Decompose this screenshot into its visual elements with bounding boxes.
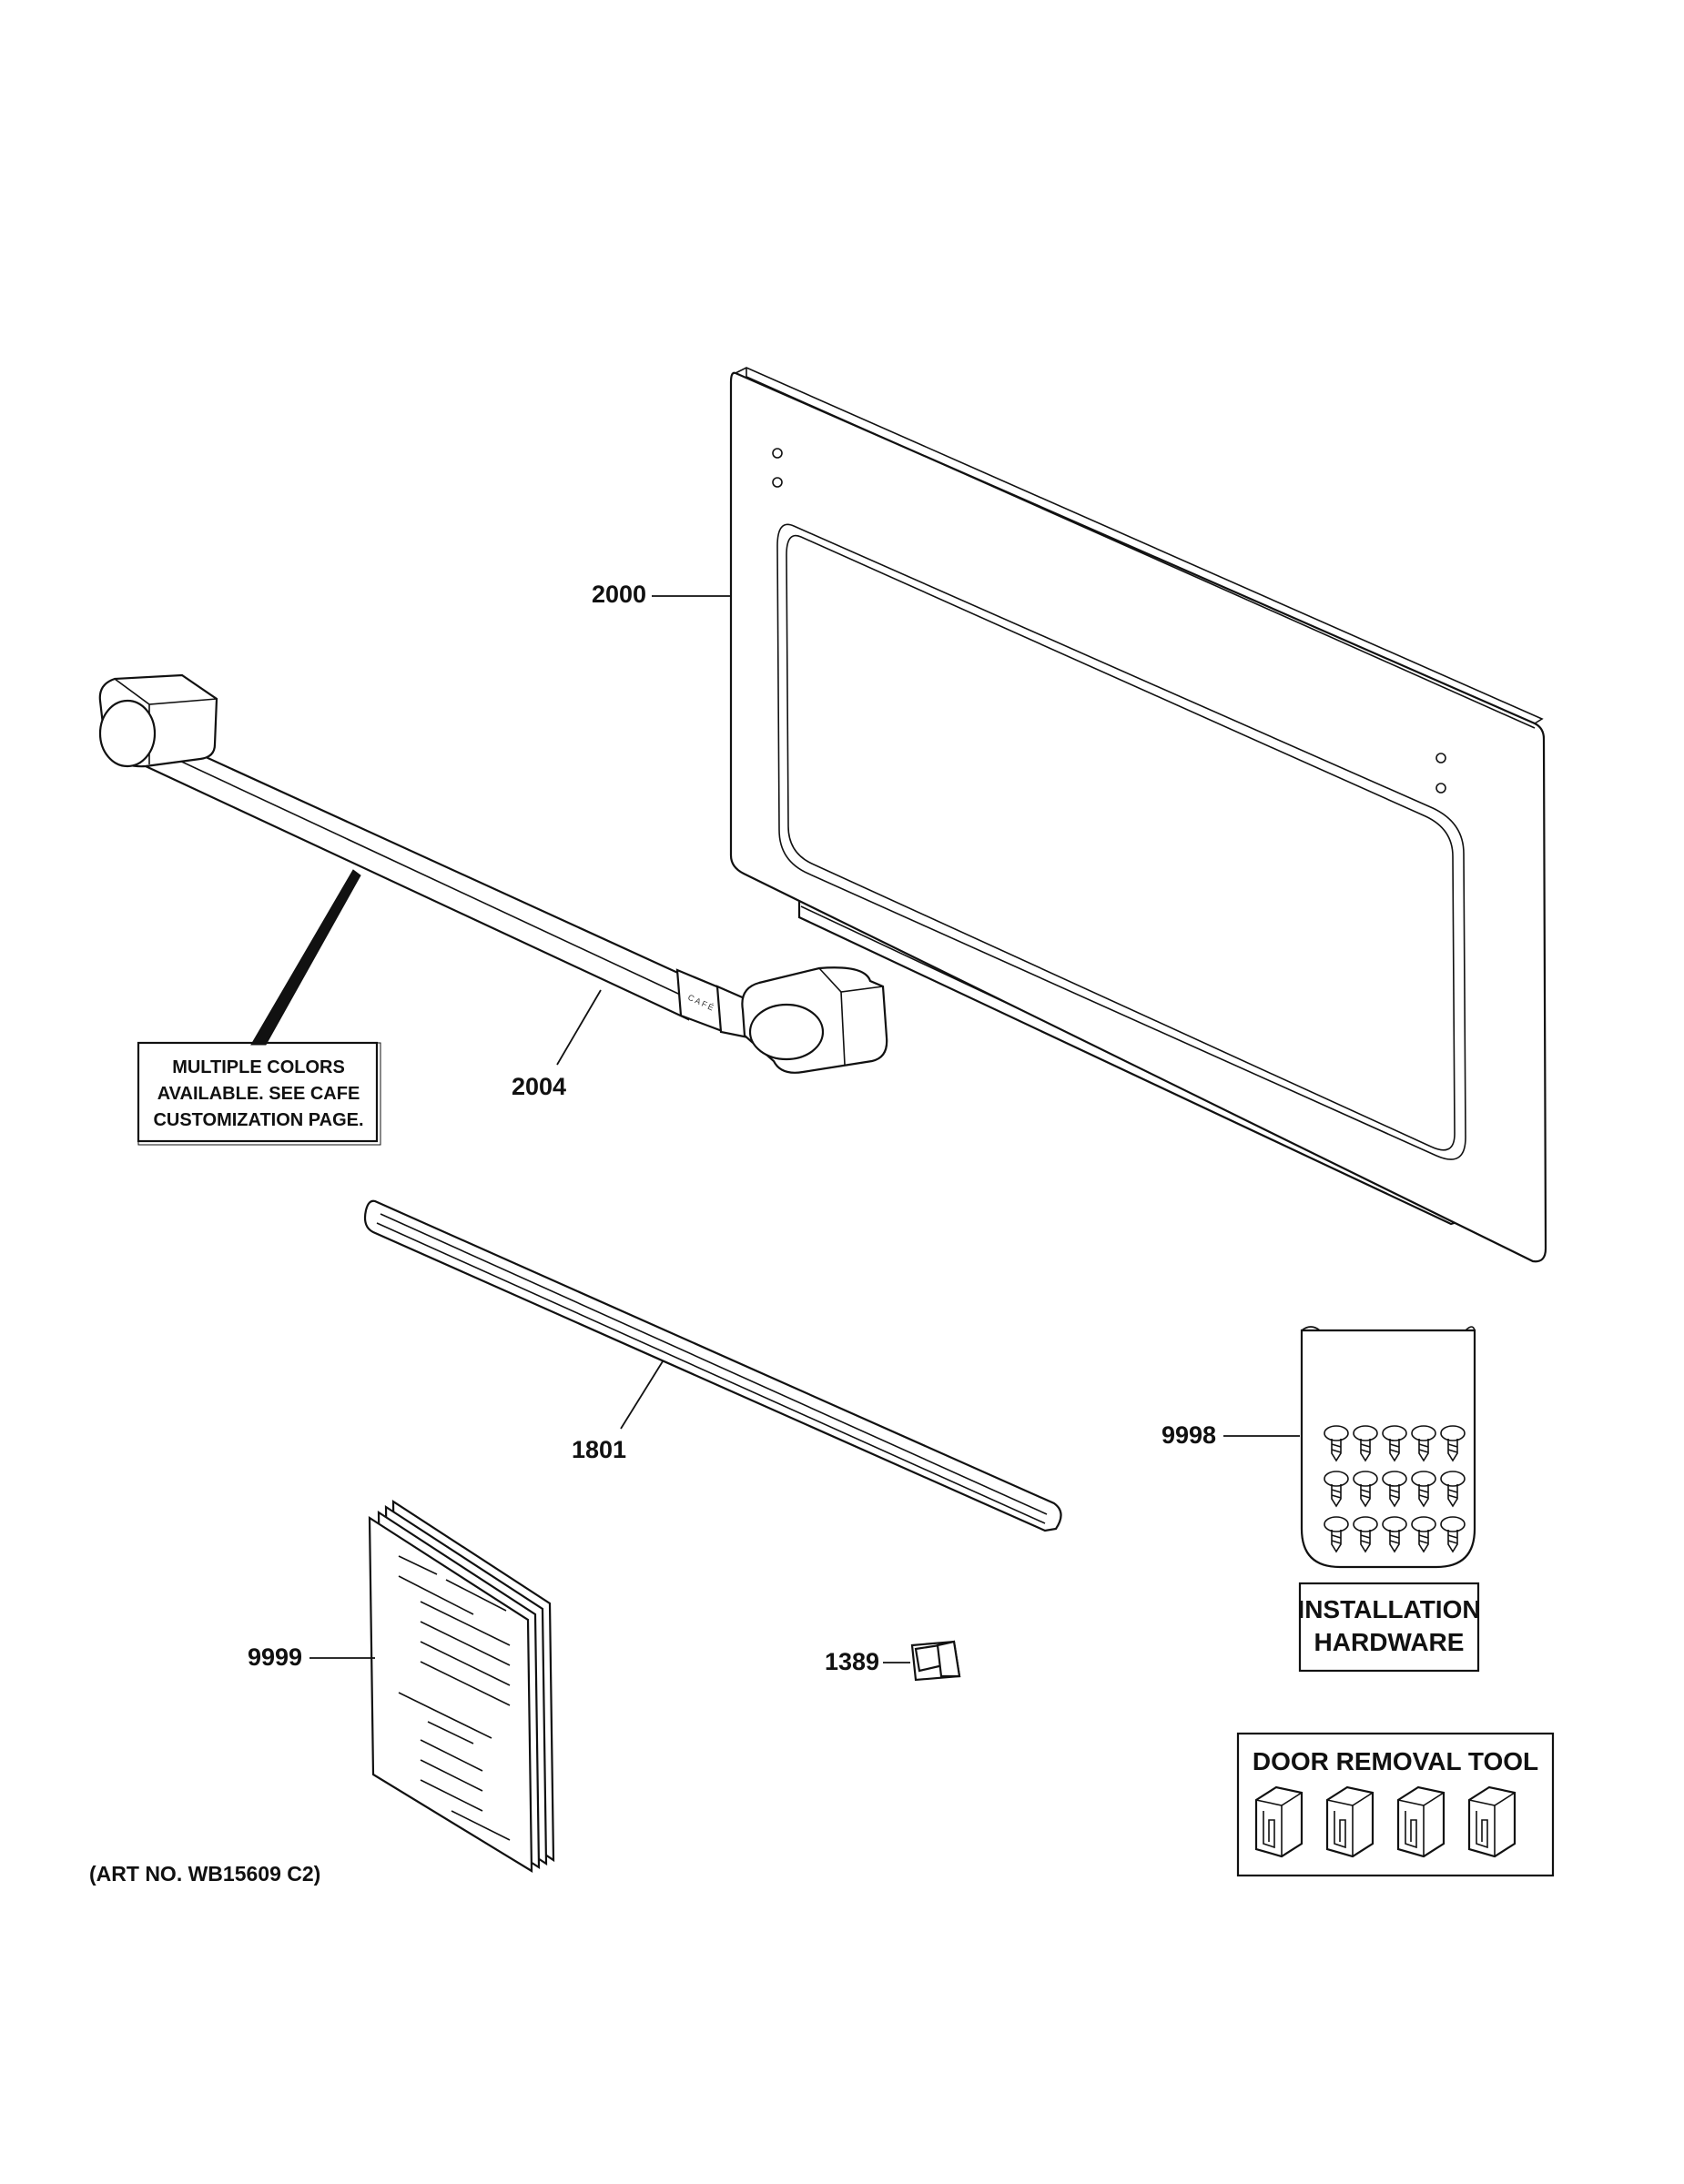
handle-2004: CAFÉ <box>98 673 888 1074</box>
door-panel-2000 <box>729 367 1547 1263</box>
art-number: (ART NO. WB15609 C2) <box>89 1862 320 1886</box>
callout-9998-label: 9998 <box>1162 1421 1216 1449</box>
door-removal-tool-box: DOOR REMOVAL TOOL <box>1236 1732 1555 1877</box>
screw-icons <box>1324 1425 1466 1553</box>
multiple-colors-note: MULTIPLE COLORS AVAILABLE. SEE CAFE CUST… <box>137 869 381 1146</box>
manual-text-lines <box>398 1555 511 1841</box>
callout-2000-label: 2000 <box>592 581 646 608</box>
callout-2004: 2004 <box>512 989 602 1100</box>
callout-1801: 1801 <box>572 1360 664 1463</box>
multiple-colors-note-line3: CUSTOMIZATION PAGE. <box>153 1110 363 1130</box>
manual-9999 <box>368 1499 555 1873</box>
clip-1389 <box>910 1640 961 1682</box>
multiple-colors-note-line1: MULTIPLE COLORS <box>172 1057 345 1077</box>
callout-9999: 9999 <box>248 1643 375 1671</box>
installation-hardware-box: INSTALLATION HARDWARE <box>1297 1582 1481 1673</box>
callout-1389-label: 1389 <box>825 1648 879 1675</box>
callout-2004-label: 2004 <box>512 1073 566 1100</box>
callout-9998: 9998 <box>1162 1421 1300 1449</box>
door-removal-tool-label: DOOR REMOVAL TOOL <box>1253 1747 1538 1775</box>
callout-2000: 2000 <box>592 581 730 608</box>
removal-tool-icons <box>1254 1785 1517 1858</box>
callout-1389: 1389 <box>825 1648 910 1675</box>
installation-hardware-line2: HARDWARE <box>1314 1628 1465 1656</box>
hardware-kit-9998 <box>1300 1326 1476 1569</box>
callout-9999-label: 9999 <box>248 1643 302 1671</box>
callout-1801-label: 1801 <box>572 1436 626 1463</box>
installation-hardware-line1: INSTALLATION <box>1297 1595 1480 1623</box>
multiple-colors-note-line2: AVAILABLE. SEE CAFE <box>157 1084 360 1104</box>
trim-strip-1801 <box>363 1199 1062 1532</box>
